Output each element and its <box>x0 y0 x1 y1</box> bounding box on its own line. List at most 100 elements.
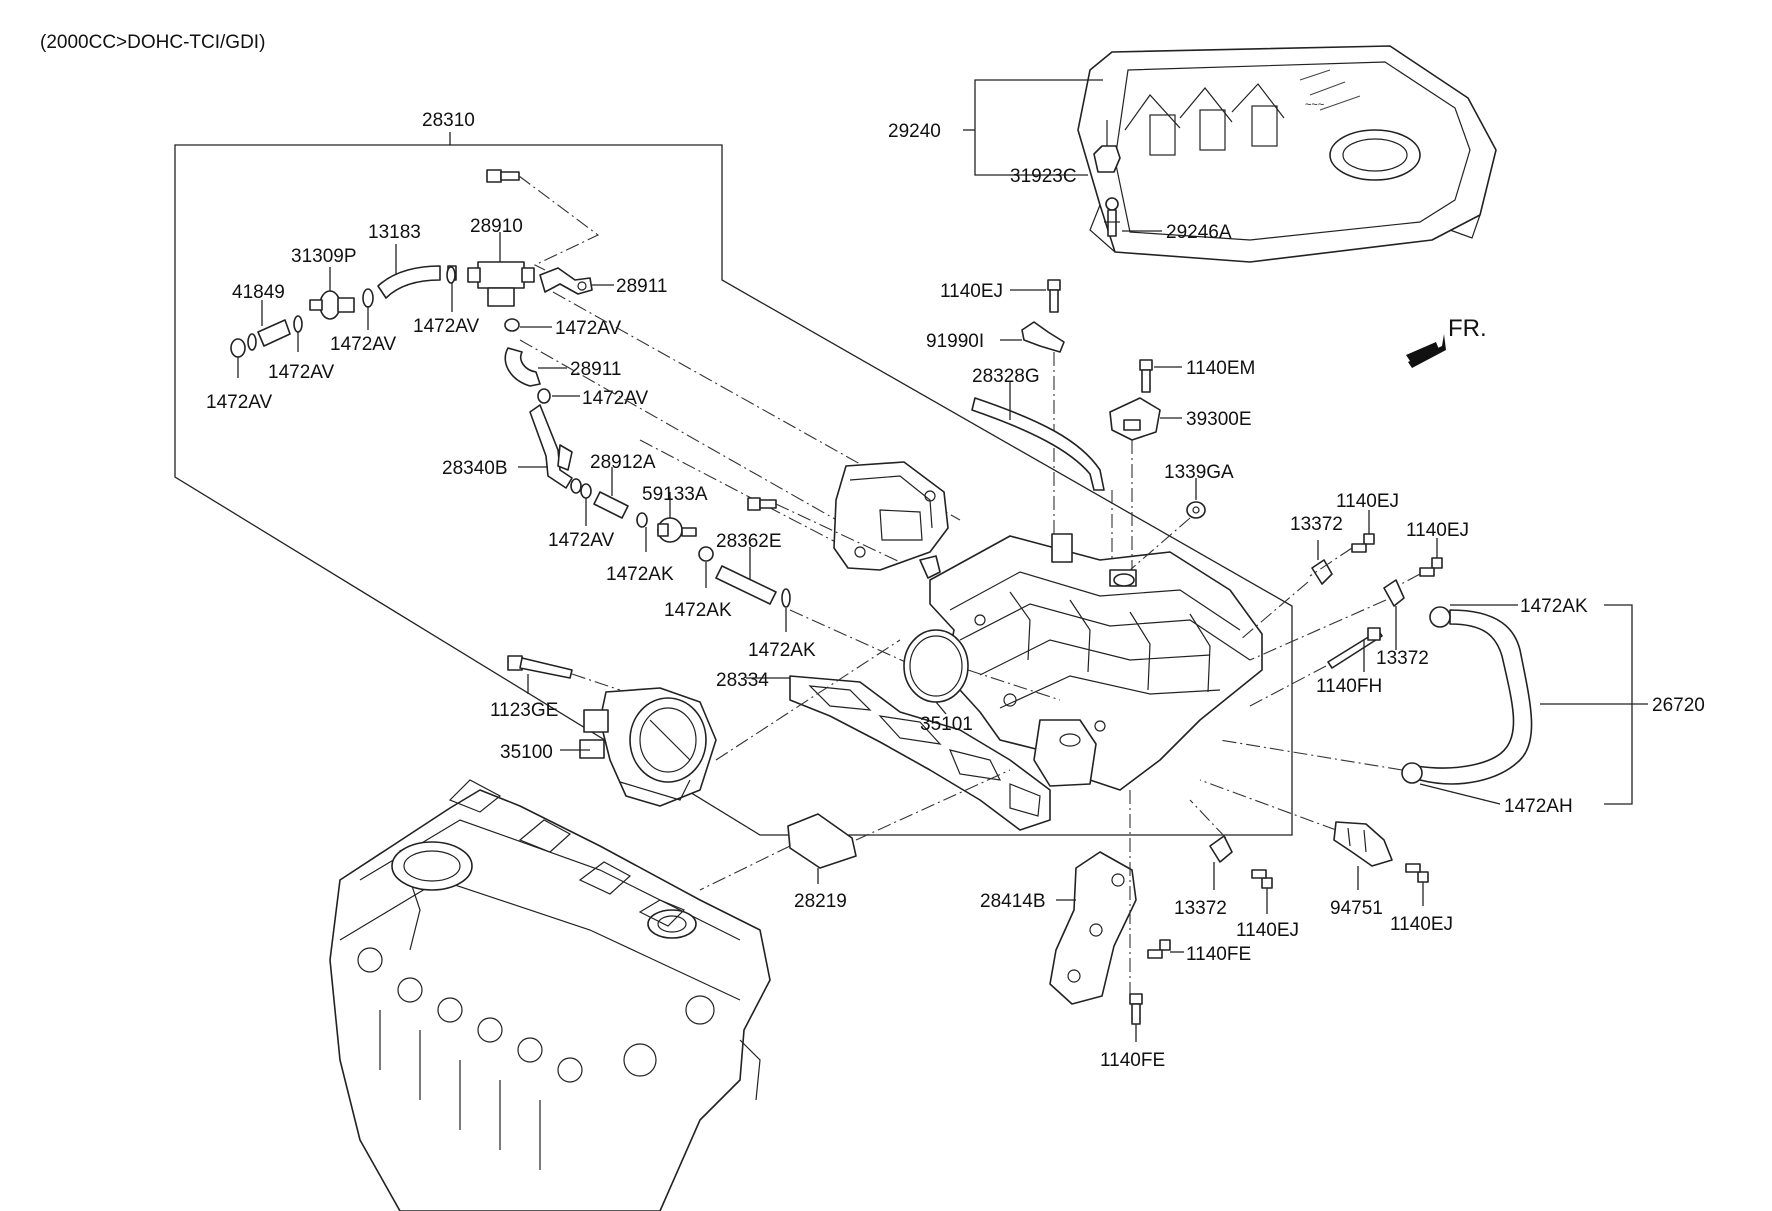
label-1123GE: 1123GE <box>490 700 558 721</box>
label-26720: 26720 <box>1652 695 1705 716</box>
label-1472AV-d: 1472AV <box>206 392 273 413</box>
bolt-1140FE-b[interactable] <box>1129 993 1143 1025</box>
heat-shield-plate[interactable] <box>787 813 857 869</box>
engine-cover[interactable]: ~~~ <box>1077 45 1497 263</box>
label-1472AV-b: 1472AV <box>413 316 480 337</box>
breather-hose-small[interactable] <box>230 315 303 358</box>
check-valve[interactable] <box>309 290 355 320</box>
label-1140EJ-b: 1140EJ <box>1336 491 1399 512</box>
bolt-1140FE-a[interactable] <box>1147 939 1171 959</box>
bolt-1140EJ-b[interactable] <box>1351 533 1375 553</box>
diagram-header-title: (2000CC>DOHC-TCI/GDI) <box>40 32 265 53</box>
intake-gasket[interactable] <box>789 675 1051 831</box>
throttle-gasket-ring[interactable] <box>903 629 969 703</box>
bolt-1140FH[interactable] <box>1327 627 1383 669</box>
nut-1339GA[interactable] <box>1186 501 1206 519</box>
grommet[interactable] <box>1093 120 1121 173</box>
label-1140EM: 1140EM <box>1186 358 1255 379</box>
vacuum-hose[interactable] <box>715 565 791 608</box>
hose-clamp[interactable] <box>636 512 648 528</box>
label-29246A: 29246A <box>1166 222 1232 243</box>
label-13372-b: 13372 <box>1376 648 1429 669</box>
pcv-hose-26720[interactable] <box>1401 606 1533 785</box>
label-28340B: 28340B <box>442 458 508 479</box>
bracket-91990I[interactable] <box>1021 321 1065 353</box>
label-13372-a: 13372 <box>1290 514 1343 535</box>
map-sensor[interactable] <box>1109 397 1161 441</box>
label-41849: 41849 <box>232 282 285 303</box>
pcv-hose[interactable] <box>504 347 541 387</box>
vis-actuator[interactable] <box>833 461 949 571</box>
label-1140EJ-d: 1140EJ <box>1236 920 1299 941</box>
wiring-bracket-94751[interactable] <box>1333 821 1393 867</box>
hose-clamp[interactable] <box>537 388 551 404</box>
vacuum-tube[interactable] <box>971 397 1105 491</box>
hose-clamp[interactable] <box>570 478 592 499</box>
label-1472AV-g: 1472AV <box>548 530 615 551</box>
label-28911-bracket: 28911 <box>616 276 667 297</box>
breather-hose[interactable] <box>377 265 457 299</box>
label-39300E: 39300E <box>1186 409 1252 430</box>
hose-clamp[interactable] <box>362 266 456 308</box>
label-59133A: 59133A <box>642 484 708 505</box>
bolt-1140EJ-top[interactable] <box>1047 279 1061 313</box>
label-35101: 35101 <box>920 714 973 735</box>
bolt-actuator[interactable] <box>747 497 777 511</box>
pcv-bracket[interactable] <box>539 267 593 295</box>
label-35100: 35100 <box>500 742 553 763</box>
bolt-1140EM[interactable] <box>1139 359 1153 393</box>
label-31309P: 31309P <box>291 246 357 267</box>
bolt-1140EJ-e[interactable] <box>1405 863 1429 883</box>
assembly-outline-28310 <box>174 132 1293 836</box>
label-94751: 94751 <box>1330 898 1383 919</box>
label-28414B: 28414B <box>980 891 1046 912</box>
label-1472AV-a: 1472AV <box>330 334 397 355</box>
purge-valve[interactable] <box>657 517 697 543</box>
label-1140FH: 1140FH <box>1316 676 1382 697</box>
cover-logo-text: ~~~ <box>1305 99 1324 111</box>
label-1339GA: 1339GA <box>1164 462 1234 483</box>
hose-clamp[interactable] <box>504 318 520 332</box>
pcv-valve[interactable] <box>467 261 535 307</box>
label-1140FE-b: 1140FE <box>1100 1050 1165 1071</box>
label-28310: 28310 <box>422 110 475 131</box>
label-1140EJ-top: 1140EJ <box>940 281 1003 302</box>
label-1472AK-a: 1472AK <box>606 564 674 585</box>
label-28362E: 28362E <box>716 531 782 552</box>
label-1140EJ-c: 1140EJ <box>1406 520 1469 541</box>
label-1140FE-a: 1140FE <box>1186 944 1251 965</box>
bolt-1140EJ-c[interactable] <box>1419 557 1443 577</box>
label-1472AH: 1472AH <box>1504 796 1573 817</box>
connector-hose[interactable] <box>593 491 629 519</box>
cylinder-head <box>329 779 771 1211</box>
bolt-1123GE[interactable] <box>507 655 573 679</box>
bracket-13372-b[interactable] <box>1383 579 1405 607</box>
bolt-top[interactable] <box>486 169 520 183</box>
bolt-1140EJ-d[interactable] <box>1251 869 1273 889</box>
front-direction-label: FR. <box>1448 315 1487 342</box>
intake-manifold[interactable] <box>919 533 1263 791</box>
label-31923C: 31923C <box>1010 166 1077 187</box>
hose-clamp[interactable] <box>698 546 714 562</box>
label-28334: 28334 <box>716 670 769 691</box>
manifold-support-bracket[interactable] <box>1049 851 1137 1005</box>
label-28219: 28219 <box>794 891 847 912</box>
label-1472AK-c: 1472AK <box>748 640 816 661</box>
pcv-pipe[interactable] <box>529 404 573 489</box>
label-13183: 13183 <box>368 222 421 243</box>
label-1140EJ-e: 1140EJ <box>1390 914 1453 935</box>
label-91990I: 91990I <box>926 331 984 352</box>
label-1472AV-c: 1472AV <box>268 362 335 383</box>
stud-bolt[interactable] <box>1104 197 1120 237</box>
bracket-13372-c[interactable] <box>1209 835 1233 863</box>
front-direction-arrow-icon <box>1406 334 1446 368</box>
label-29240: 29240 <box>888 121 941 142</box>
label-28912A: 28912A <box>590 452 656 473</box>
throttle-body[interactable] <box>579 687 717 807</box>
label-28911-hose: 28911 <box>570 359 621 380</box>
label-1472AK-d: 1472AK <box>1520 596 1588 617</box>
label-28328G: 28328G <box>972 366 1040 387</box>
label-1472AV-f: 1472AV <box>582 388 649 409</box>
bracket-13372-a[interactable] <box>1311 559 1333 585</box>
